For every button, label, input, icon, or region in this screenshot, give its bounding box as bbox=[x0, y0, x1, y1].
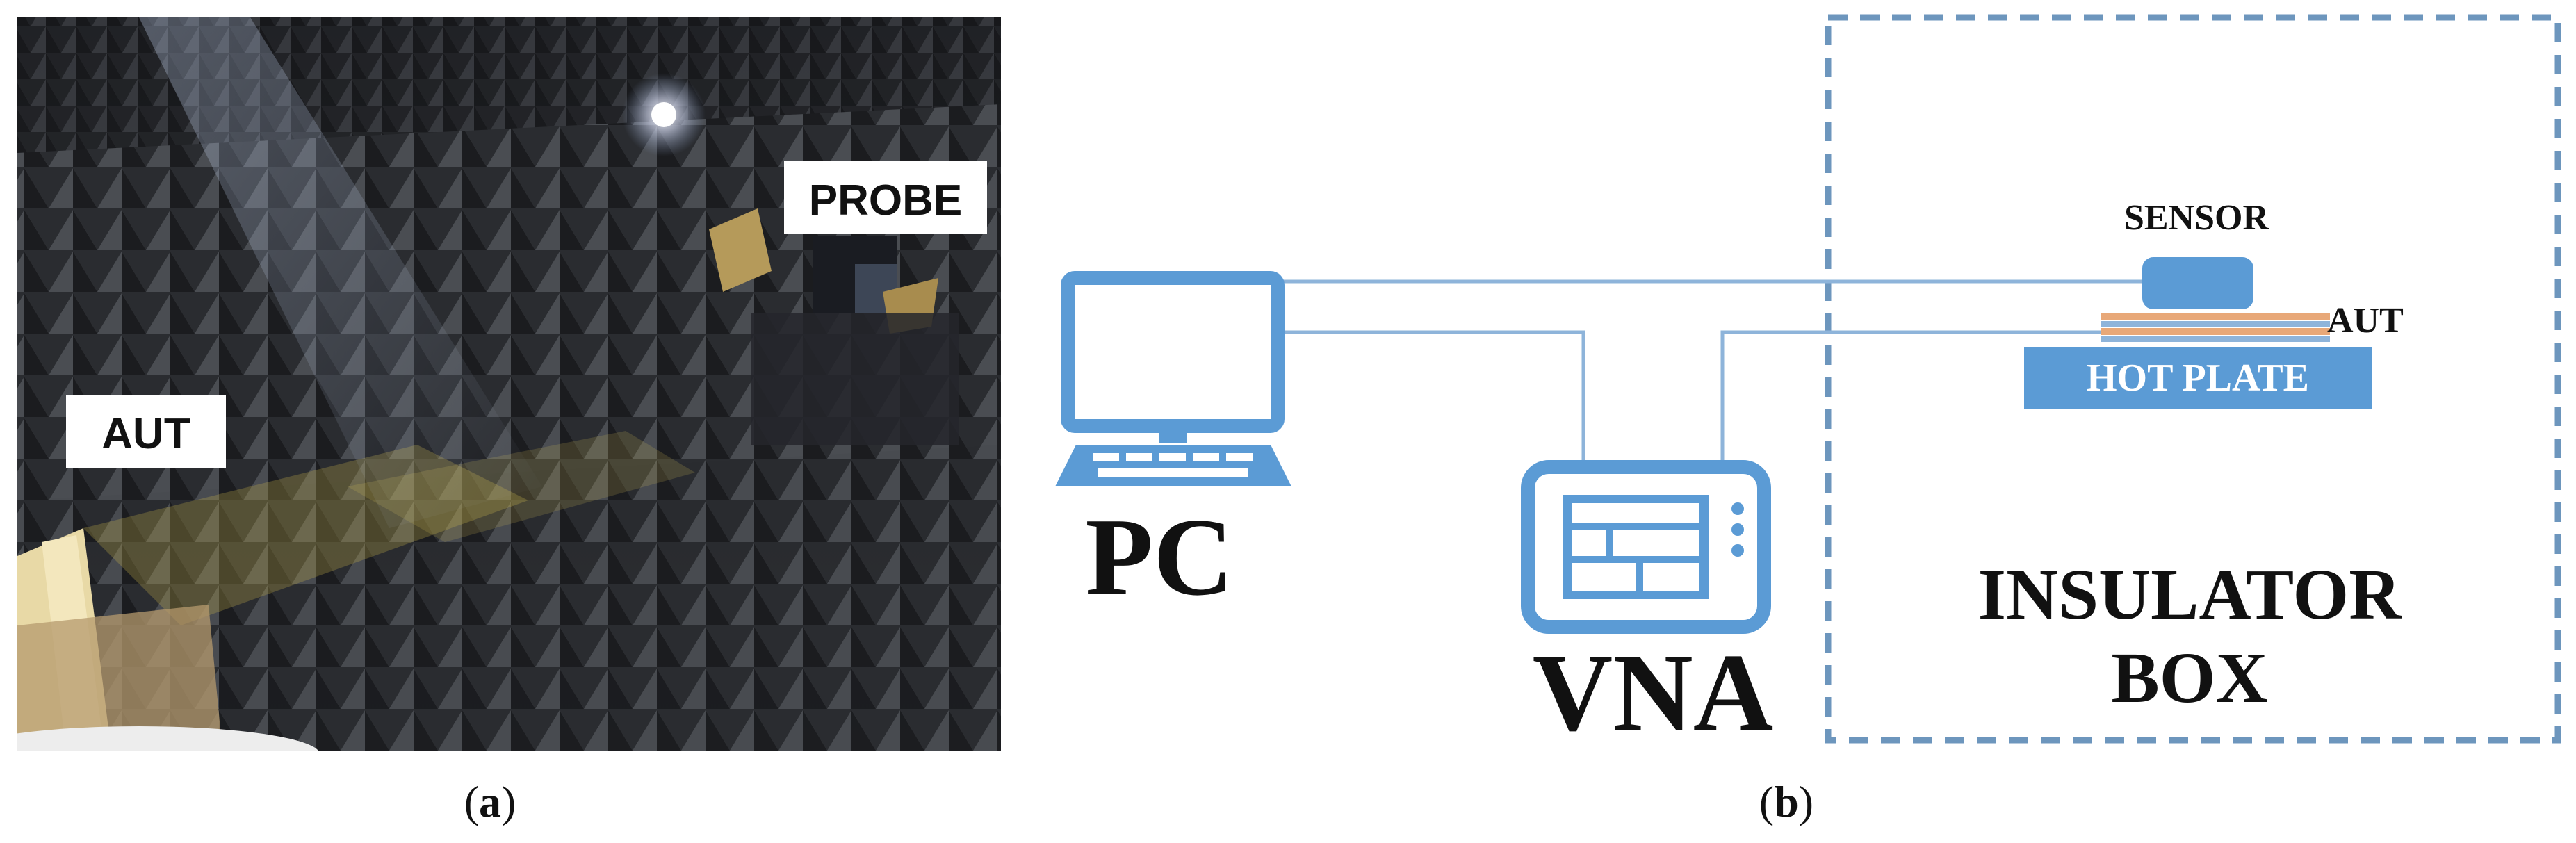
aut-mount bbox=[17, 528, 318, 751]
light-beam bbox=[139, 17, 542, 528]
caption-b: (b) bbox=[1759, 777, 1813, 826]
probe-photo-label: PROBE bbox=[809, 177, 962, 224]
insulator-box bbox=[1825, 14, 2561, 744]
vna-button-icon-3 bbox=[1731, 544, 1744, 557]
vna-button-icon-2 bbox=[1731, 523, 1744, 536]
chamber-floor-absorbers bbox=[17, 361, 1001, 751]
hot-plate-label: HOT PLATE bbox=[2087, 357, 2309, 400]
sensor-label: SENSOR bbox=[2124, 198, 2270, 238]
pc-keyboard-icon bbox=[1055, 445, 1291, 486]
pc-stand-icon bbox=[1159, 426, 1187, 443]
aut-diagram-label: AUT bbox=[2327, 301, 2404, 341]
ceiling-lamp-core bbox=[651, 102, 676, 127]
insulator-box-label-line2: BOX bbox=[2111, 638, 2267, 718]
photo-panel-a: AUT PROBE bbox=[17, 17, 1001, 751]
pc-label: PC bbox=[1085, 495, 1233, 619]
hot-plate bbox=[2024, 347, 2372, 409]
vna-button-icon bbox=[1731, 502, 1744, 515]
pc-icon bbox=[1055, 271, 1291, 486]
cable-vna-aut bbox=[1720, 330, 2106, 467]
vna-icon bbox=[1521, 460, 1771, 634]
pc-monitor-icon bbox=[1061, 271, 1285, 433]
sensor-block bbox=[2142, 257, 2253, 309]
probe-equipment bbox=[709, 208, 959, 445]
probe-photo-label-bg bbox=[784, 161, 987, 234]
insulator-box-label-line1: INSULATOR bbox=[1978, 555, 2403, 635]
vna-label: VNA bbox=[1533, 630, 1774, 754]
diagram-panel-b: PC VNA SENSOR AUT bbox=[1055, 14, 2561, 754]
aut-photo-label-bg bbox=[66, 395, 226, 468]
aut-photo-label: AUT bbox=[101, 410, 190, 458]
cables bbox=[1278, 279, 2142, 467]
aut-layers bbox=[2101, 313, 2330, 342]
cable-pc-vna bbox=[1278, 330, 1585, 467]
caption-a: (a) bbox=[464, 777, 516, 826]
